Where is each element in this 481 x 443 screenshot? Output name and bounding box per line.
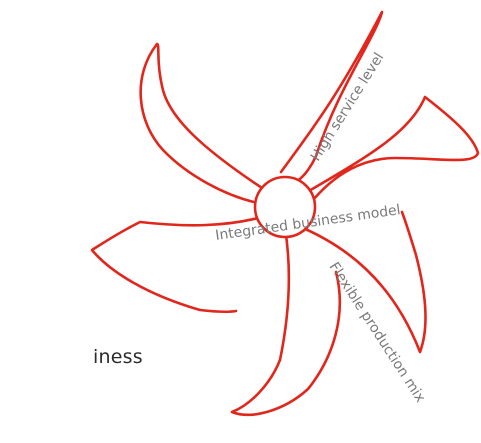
blade-top-right (279, 10, 384, 183)
blade-top-left (139, 42, 264, 205)
blade-bottom (230, 226, 342, 416)
blade-left (90, 215, 264, 313)
blade-right (307, 95, 480, 207)
hub-circle (253, 175, 317, 239)
blade-bottom-right (294, 210, 427, 354)
label-high-service-level: High service level (308, 50, 388, 164)
partial-text: iness (93, 346, 143, 368)
